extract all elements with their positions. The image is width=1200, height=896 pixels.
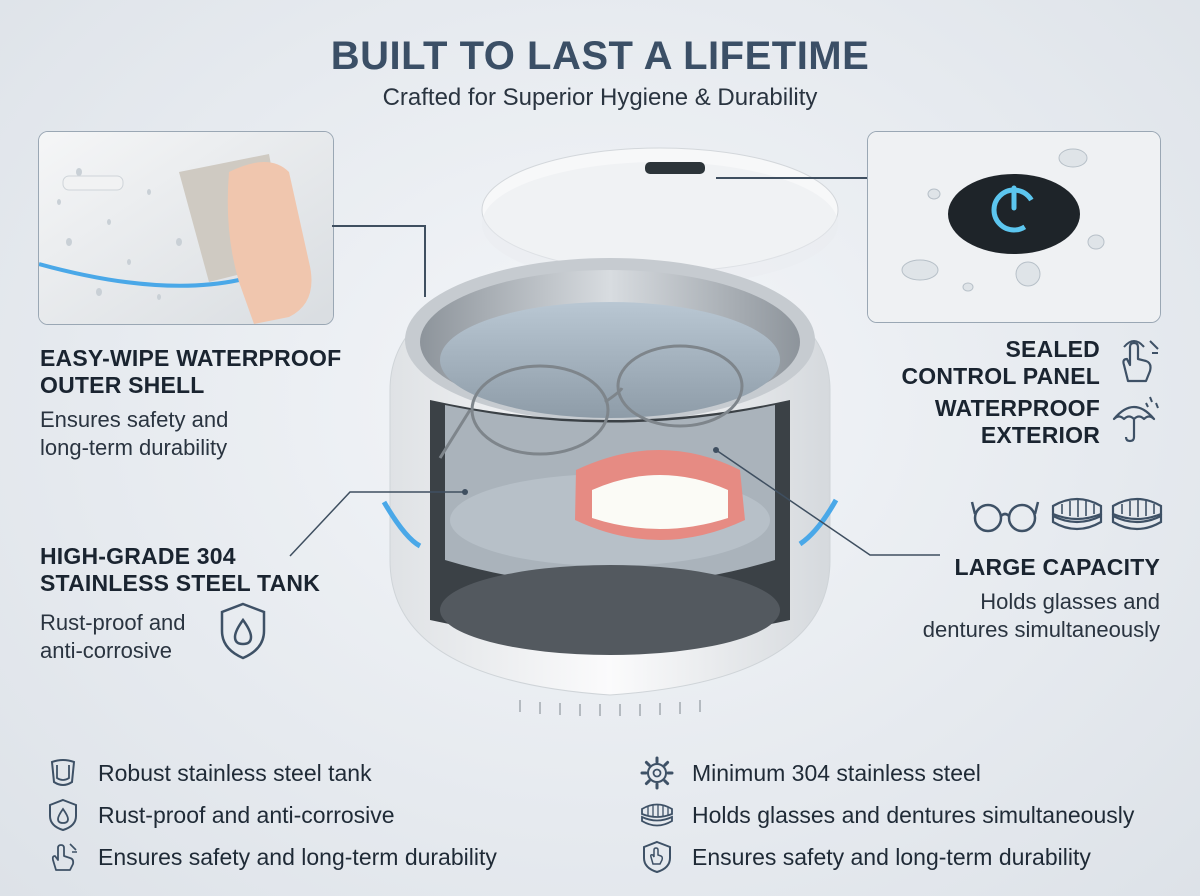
control-panel-illustration	[868, 132, 1160, 322]
feature-left-1: Robust stainless steel tank	[46, 756, 372, 790]
shield-drop-icon-small	[49, 798, 77, 832]
waterproof-heading-line1: WATERPROOF	[934, 395, 1100, 421]
touch-hand-icon	[1122, 340, 1159, 383]
dentures-icon	[641, 803, 673, 827]
page-subtitle: Crafted for Superior Hygiene & Durabilit…	[382, 84, 818, 111]
tank-body-line1: Rust-proof and	[40, 610, 186, 635]
control-heading-line2: CONTROL PANEL	[901, 363, 1100, 389]
tank-heading-line2: STAINLESS STEEL TANK	[40, 570, 321, 596]
feature-right-2: Holds glasses and dentures simultaneousl…	[640, 798, 1134, 832]
connector-shell-drop	[424, 225, 426, 297]
feature-right-1-text: Minimum 304 stainless steel	[692, 759, 981, 786]
control-heading-line1: SEALED	[1005, 336, 1100, 362]
capacity-body-line2: dentures simultaneously	[922, 617, 1160, 642]
control-panel-photo	[867, 131, 1161, 323]
feature-right-2-text: Holds glasses and dentures simultaneousl…	[692, 801, 1135, 828]
feature-left-2-text: Rust-proof and anti-corrosive	[98, 801, 395, 828]
capacity-body: Holds glasses and dentures simultaneousl…	[860, 588, 1160, 644]
dentures-icon-1	[1051, 497, 1103, 531]
tank-body: Rust-proof and anti-corrosive	[40, 609, 240, 665]
glasses-icon	[970, 501, 1040, 533]
shell-heading-line2: OUTER SHELL	[40, 372, 205, 398]
shell-heading: EASY-WIPE WATERPROOF OUTER SHELL	[40, 345, 360, 399]
shield-drop-icon	[220, 602, 266, 660]
tank-icon	[50, 759, 76, 786]
tank-heading: HIGH-GRADE 304 STAINLESS STEEL TANK	[40, 543, 360, 597]
feature-right-3: Ensures safety and long-term durability	[640, 840, 1091, 874]
feature-right-1: Minimum 304 stainless steel	[640, 756, 981, 790]
gear-icon	[640, 756, 674, 790]
shell-heading-line1: EASY-WIPE WATERPROOF	[40, 345, 342, 371]
connector-shell	[332, 225, 424, 227]
feature-right-3-text: Ensures safety and long-term durability	[692, 843, 1091, 870]
page-title: BUILT TO LAST A LIFETIME	[330, 34, 870, 78]
shell-body-line1: Ensures safety and	[40, 407, 229, 432]
feature-left-3: Ensures safety and long-term durability	[46, 840, 497, 874]
shell-body: Ensures safety and long-term durability	[40, 406, 340, 462]
feature-left-2: Rust-proof and anti-corrosive	[46, 798, 395, 832]
cleaner-device-illustration	[381, 147, 839, 716]
waterproof-heading-line2: EXTERIOR	[980, 422, 1100, 448]
capacity-body-line1: Holds glasses and	[980, 589, 1160, 614]
control-heading: SEALED CONTROL PANEL	[820, 336, 1100, 390]
tank-body-line2: anti-corrosive	[40, 638, 173, 663]
shell-wipe-illustration	[39, 132, 333, 324]
tank-heading-line1: HIGH-GRADE 304	[40, 543, 236, 569]
shell-wipe-photo	[38, 131, 334, 325]
hand-wipe-icon	[51, 843, 77, 871]
feature-left-1-text: Robust stainless steel tank	[98, 759, 372, 786]
umbrella-icon	[1112, 396, 1159, 443]
shield-hand-icon	[643, 840, 671, 874]
capacity-heading: LARGE CAPACITY	[954, 554, 1160, 580]
feature-left-3-text: Ensures safety and long-term durability	[98, 843, 497, 870]
connector-control	[716, 177, 867, 179]
waterproof-heading: WATERPROOF EXTERIOR	[820, 395, 1100, 449]
dentures-icon-2	[1111, 497, 1163, 531]
shell-body-line2: long-term durability	[40, 435, 228, 460]
